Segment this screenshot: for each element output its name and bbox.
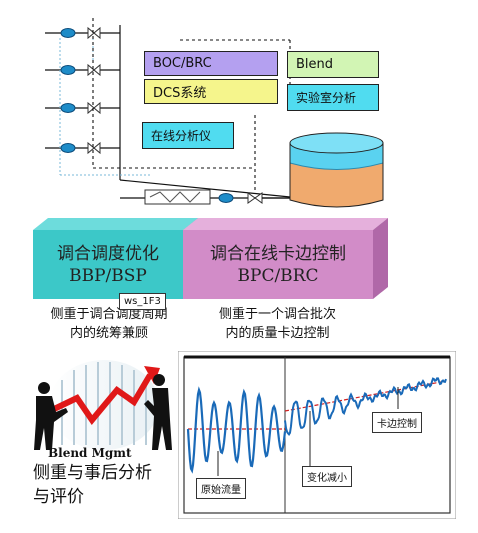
- blend-mgmt-illustration: [34, 360, 172, 450]
- bbp-description: 侧重于调合调度周期 内的统筹兼顾: [50, 307, 168, 341]
- bbp-banner-code: BBP/BSP: [69, 265, 147, 286]
- bbp-banner: 调合调度优化 BBP/BSP: [33, 230, 183, 299]
- bpc-banner-title: 调合在线卡边控制: [210, 243, 346, 264]
- flowmeter-icon: [218, 193, 234, 203]
- trend-chart: [178, 351, 456, 519]
- feed-line-1: [45, 26, 120, 40]
- feed-line-4: [45, 141, 120, 155]
- bpc-description: 侧重于一个调合批次 内的质量卡边控制: [218, 307, 336, 341]
- feed-line-3: [45, 101, 120, 115]
- bpc-banner-code: BPC/BRC: [237, 265, 319, 286]
- edge-control-label: 卡边控制: [372, 412, 422, 433]
- static-mixer: [144, 189, 211, 205]
- variance-reduce-label: 变化减小: [302, 466, 352, 487]
- online-analyzer-box: 在线分析仪: [142, 122, 234, 149]
- control-lines: [92, 18, 291, 190]
- blend-mgmt-title: Blend Mgmt: [48, 446, 132, 460]
- people-silhouettes: [34, 374, 172, 450]
- valve-icon: [247, 192, 263, 204]
- blend-box: Blend: [287, 51, 379, 78]
- bbp-banner-title: 调合调度优化: [57, 243, 159, 264]
- bpc-banner: 调合在线卡边控制 BPC/BRC: [183, 230, 373, 299]
- raw-flow-label: 原始流量: [196, 478, 246, 499]
- feed-line-2: [45, 63, 120, 77]
- signal-lines: [59, 38, 150, 176]
- tank-icon: [289, 132, 384, 208]
- raw-flow-trace: [186, 386, 287, 474]
- tooltip-label: ws_1F3: [119, 293, 166, 310]
- lab-analysis-box: 实验室分析: [287, 84, 379, 111]
- process-diagram: [45, 18, 384, 208]
- dcs-box: DCS系统: [144, 79, 278, 104]
- boc-brc-box: BOC/BRC: [144, 51, 278, 76]
- blend-mgmt-description: 侧重与事后分析 与评价: [33, 463, 152, 507]
- banner-shapes: [33, 218, 388, 299]
- controlled-flow-trace: [284, 377, 447, 437]
